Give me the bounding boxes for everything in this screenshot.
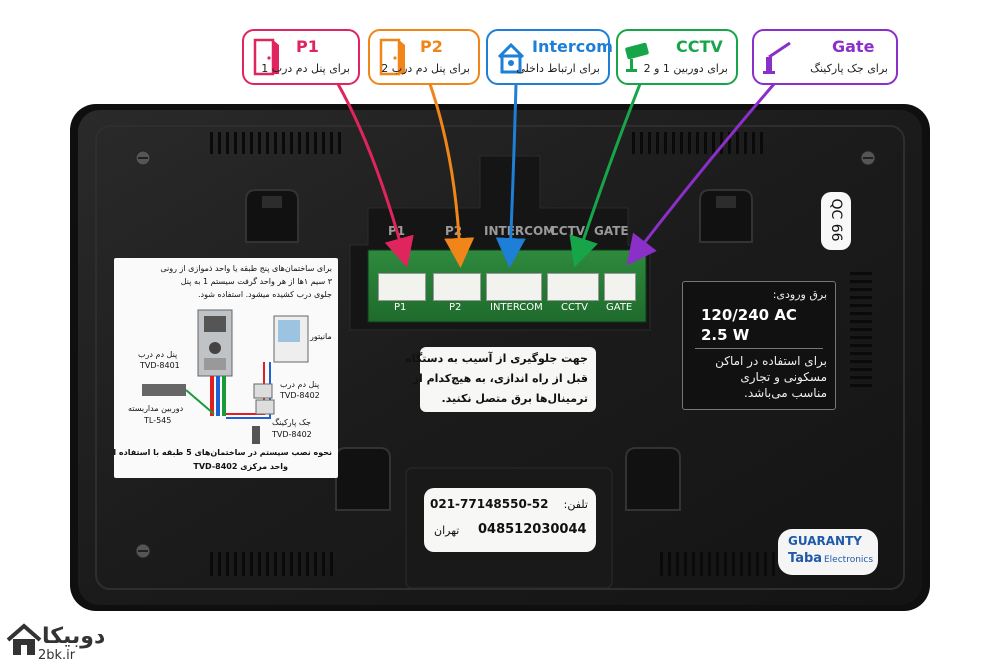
brand-line-2: Taba xyxy=(788,551,823,566)
port-label-cctv: CCTV xyxy=(561,302,588,313)
gate-model: TVD-8402 xyxy=(272,430,312,439)
door-icon xyxy=(253,38,279,76)
wiring-header-1: برای ساختمان‌های پنج طبقه یا واحد ذ‌مواز… xyxy=(160,264,332,273)
callout-gate: Gate برای جک پارکینگ xyxy=(752,29,898,85)
warning-label: جهت جلوگیری از آسیب به دستگاه قبل از راه… xyxy=(405,347,596,412)
connector-p1[interactable] xyxy=(378,273,426,301)
callout-p1: P1 برای پنل دم درب 1 xyxy=(242,29,360,85)
port-label-top-gate: GATE xyxy=(594,224,629,238)
gate-label: جک پارکینگ xyxy=(272,418,311,427)
wiring-header-3: جلوی درب کشیده میشود. استفاده شود. xyxy=(197,290,332,299)
serial-number: 048512030044 xyxy=(478,522,587,537)
wiring-footer-2: واحد مرکزی TVD-8402 xyxy=(193,462,288,471)
brand-line-3: Electronics xyxy=(824,555,874,565)
brand-badge: GUARANTY Taba Electronics xyxy=(778,529,878,575)
callout-gate-subtitle: برای جک پارکینگ xyxy=(810,62,888,75)
watermark-house-icon xyxy=(6,623,42,655)
callout-cctv-title: CCTV xyxy=(676,37,723,56)
power-spec-label: برق ورودی: 120/240 AC 2.5 W برای استفاده… xyxy=(682,281,836,410)
arrow-p1 xyxy=(336,83,414,268)
callout-intercom: Intercom برای ارتباط داخلی xyxy=(486,29,613,85)
camera-model: TL-545 xyxy=(144,416,172,425)
phone-number: 021-77148550-52 xyxy=(430,497,549,511)
arrow-intercom xyxy=(495,83,526,268)
wiring-diagram-drawing xyxy=(142,309,309,444)
power-watt: 2.5 W xyxy=(701,326,750,344)
power-note-2: مسکونی و تجاری xyxy=(740,370,827,384)
watermark-brand: دوبیکا xyxy=(42,624,106,649)
wiring-diagram-sticker: برای ساختمان‌های پنج طبقه یا واحد ذ‌مواز… xyxy=(114,258,338,478)
wiring-footer-1: نحوه نصب سیستم در ساختمان‌های 5 طبقه با … xyxy=(114,448,332,457)
callout-p2: P2 برای پنل دم درب 2 xyxy=(368,29,480,85)
connector-cctv[interactable] xyxy=(547,273,599,301)
brand-line-1: GUARANTY xyxy=(788,534,862,548)
warning-line-1: جهت جلوگیری از آسیب به دستگاه xyxy=(405,352,588,365)
callout-p1-title: P1 xyxy=(296,37,319,56)
callout-intercom-title: Intercom xyxy=(532,37,613,56)
arrow-p2 xyxy=(428,83,475,268)
connector-gate[interactable] xyxy=(604,273,636,301)
door-panel-model: TVD-8401 xyxy=(140,361,180,370)
monitor-label: مانیتور xyxy=(310,332,332,341)
power-note-1: برای استفاده در اماکن xyxy=(715,354,827,368)
door-icon xyxy=(379,38,405,76)
panel2-model: TVD-8402 xyxy=(280,391,320,400)
door-panel-label: پنل دم درب xyxy=(138,350,178,359)
connector-p2[interactable] xyxy=(433,273,481,301)
phone-label: تلفن: xyxy=(563,498,588,511)
callout-p1-subtitle: برای پنل دم درب 1 xyxy=(261,62,350,75)
callout-gate-title: Gate xyxy=(832,37,875,56)
wiring-header-2: ۳ سیم ۱ها از هر واحد گرفت سیستم 1 به پنل xyxy=(180,277,332,286)
arrow-gate xyxy=(626,83,776,266)
port-label-gate: GATE xyxy=(606,302,633,313)
callout-cctv-subtitle: برای دوربین 1 و 2 xyxy=(643,62,728,75)
camera-icon xyxy=(625,42,649,72)
callout-p2-title: P2 xyxy=(420,37,443,56)
barrier-gate-icon xyxy=(763,41,791,74)
house-icon xyxy=(497,42,525,74)
camera-label: دوربین مداربسته xyxy=(128,404,184,413)
port-label-p2: P2 xyxy=(449,302,462,313)
warning-line-2: قبل از راه اندازی، به هیچ‌کدام از xyxy=(412,372,588,385)
power-divider xyxy=(695,348,823,349)
warning-line-3: ترمینال‌ها برق متصل نکنید. xyxy=(441,392,589,405)
city-label: تهران xyxy=(434,524,460,537)
connector-intercom[interactable] xyxy=(486,273,542,301)
callout-intercom-subtitle: برای ارتباط داخلی xyxy=(516,62,600,75)
callout-cctv: CCTV برای دوربین 1 و 2 xyxy=(616,29,738,85)
port-label-p1: P1 xyxy=(394,302,407,313)
power-note-3: مناسب می‌باشد. xyxy=(744,386,827,400)
qc-sticker: QC 66 xyxy=(821,192,851,250)
callout-p2-subtitle: برای پنل دم درب 2 xyxy=(381,62,470,75)
panel2-label: پنل دم درب xyxy=(280,380,320,389)
power-title: برق ورودی: xyxy=(772,288,827,301)
watermark-domain: 2bk.ir xyxy=(38,648,76,663)
arrow-cctv xyxy=(569,83,642,268)
port-label-intercom: INTERCOM xyxy=(490,302,543,313)
contact-label: تلفن: 021-77148550-52 تهران 048512030044 xyxy=(424,488,596,552)
port-label-top-intercom: INTERCOM xyxy=(484,224,556,238)
power-voltage: 120/240 AC xyxy=(701,306,797,324)
